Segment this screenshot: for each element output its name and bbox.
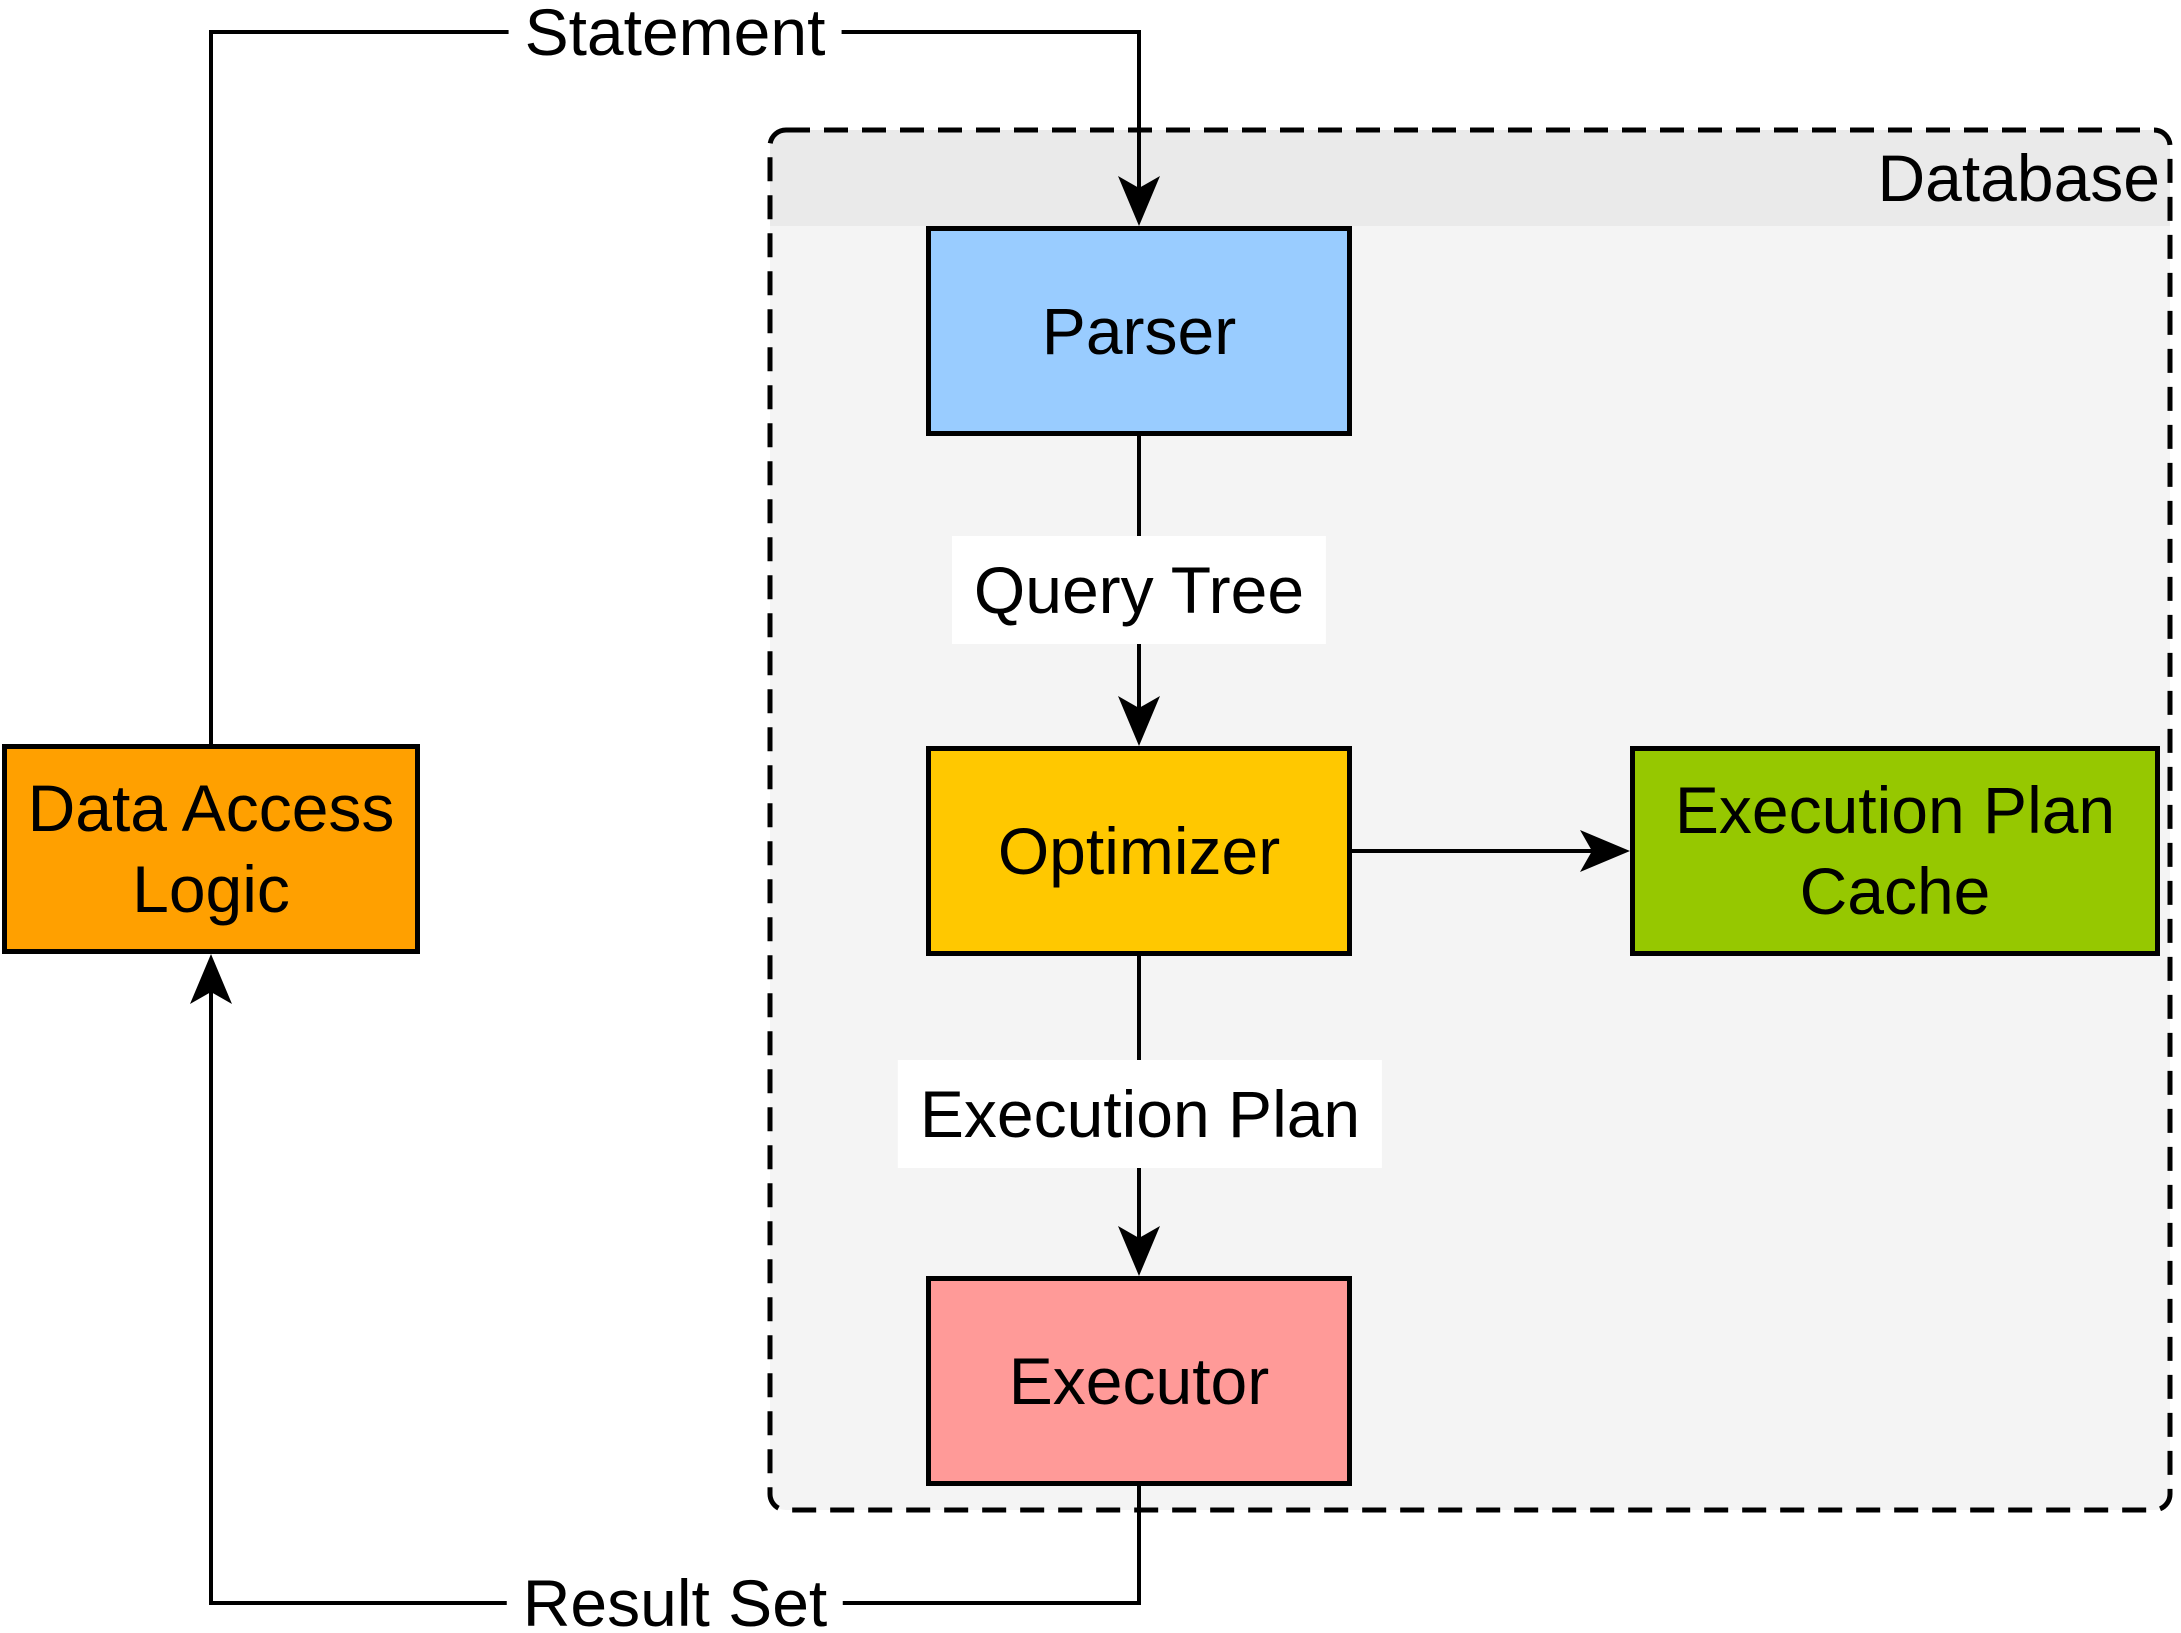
edge-query-tree-label: Query Tree [951,536,1327,644]
arrowhead-down-icon [1118,696,1160,746]
arrowhead-down-icon [1118,176,1160,226]
database-dashed-border [767,127,2173,1513]
arrowhead-right-icon [1580,830,1630,872]
node-execution-plan-cache-label: Execution Plan Cache [1674,773,2116,928]
node-data-access-logic-label: Data Access Logic [27,771,395,926]
node-data-access-logic: Data Access Logic [2,744,420,954]
database-container-label: Database [1877,141,2160,215]
node-optimizer-label: Optimizer [997,813,1281,888]
node-optimizer: Optimizer [926,746,1352,956]
arrowhead-down-icon [1118,1226,1160,1276]
edge-statement-label: Statement [508,0,842,72]
node-parser: Parser [926,226,1352,436]
arrowhead-up-icon [190,954,232,1004]
node-execution-plan-cache: Execution Plan Cache [1630,746,2160,956]
database-header-band [770,130,2170,226]
edge-execution-plan-label: Execution Plan [897,1060,1383,1168]
node-executor-label: Executor [1008,1343,1270,1418]
node-parser-label: Parser [1041,293,1237,368]
node-executor: Executor [926,1276,1352,1486]
edge-result-set-label: Result Set [506,1563,844,1633]
